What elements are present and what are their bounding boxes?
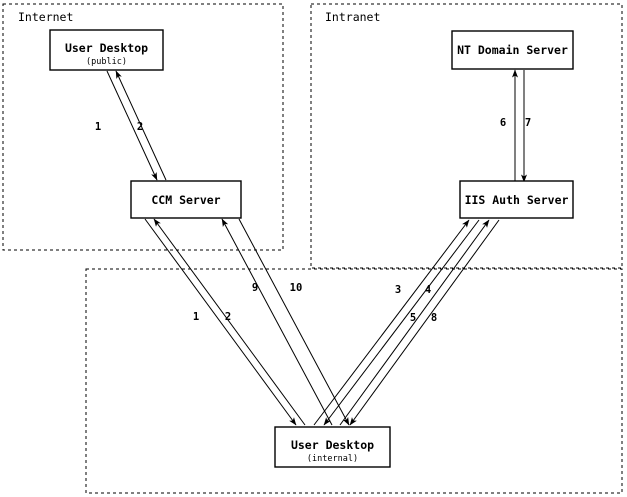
flow-line-step-10 [238, 218, 350, 426]
step-labels: 1 2 6 7 9 10 3 4 1 2 5 8 [95, 117, 531, 324]
node-nt-domain-server[interactable]: NT Domain Server [451, 30, 574, 70]
flow-nt-iis [512, 69, 527, 183]
step-label-9: 9 [252, 282, 258, 294]
step-label-10: 10 [290, 282, 303, 294]
flow-line-step-8 [349, 219, 500, 426]
node-user-desktop-public[interactable]: User Desktop (public) [49, 29, 164, 71]
node-title-nt-domain-server: NT Domain Server [457, 43, 568, 57]
node-title-user-desktop-public: User Desktop [65, 41, 148, 55]
step-label-2-public: 2 [137, 121, 143, 133]
step-label-7: 7 [525, 117, 531, 129]
node-title-user-desktop-internal: User Desktop [291, 438, 374, 452]
node-user-desktop-internal[interactable]: User Desktop (internal) [274, 426, 391, 468]
zone-label-intranet: Intranet [325, 10, 380, 24]
flow-ccm-internal-right [221, 218, 350, 426]
flow-public-to-ccm [106, 70, 167, 181]
flow-iis-internal-a [313, 219, 480, 426]
node-ccm-server[interactable]: CCM Server [130, 180, 242, 219]
step-label-4: 4 [425, 284, 431, 296]
node-subtitle-user-desktop-internal: (internal) [307, 454, 358, 464]
flow-line-step-3 [313, 219, 470, 426]
step-label-1-public: 1 [95, 121, 101, 133]
flow-line-step-1-public [106, 70, 158, 181]
flow-line-step-2-internal [153, 218, 306, 426]
step-label-5: 5 [410, 312, 416, 324]
flow-line-step-9 [221, 218, 333, 426]
zone-internet-border [2, 3, 284, 251]
step-label-3: 3 [395, 284, 401, 296]
flow-line-step-1-internal [144, 218, 297, 426]
flow-line-step-4 [323, 219, 480, 426]
zone-internal-border [85, 268, 623, 494]
step-label-2-internal: 2 [225, 311, 231, 323]
node-box-user-desktop-public[interactable] [49, 29, 164, 71]
step-label-1-internal: 1 [193, 311, 199, 323]
node-subtitle-user-desktop-public: (public) [86, 57, 127, 67]
flow-line-step-5 [339, 219, 490, 426]
zone-boundaries [2, 3, 623, 494]
node-box-user-desktop-internal[interactable] [274, 426, 391, 468]
node-box-iis-auth-server[interactable] [459, 180, 574, 219]
node-title-ccm-server: CCM Server [151, 193, 220, 207]
flow-iis-internal-b [339, 219, 500, 426]
zone-label-internet: Internet [18, 10, 73, 24]
node-title-iis-auth-server: IIS Auth Server [465, 193, 569, 207]
step-label-8: 8 [431, 312, 437, 324]
step-label-6: 6 [500, 117, 506, 129]
node-box-nt-domain-server[interactable] [451, 30, 574, 70]
flow-ccm-internal-left [144, 218, 306, 426]
node-iis-auth-server[interactable]: IIS Auth Server [459, 180, 574, 219]
flow-line-step-2-public [115, 70, 167, 181]
node-box-ccm-server[interactable] [130, 180, 242, 219]
